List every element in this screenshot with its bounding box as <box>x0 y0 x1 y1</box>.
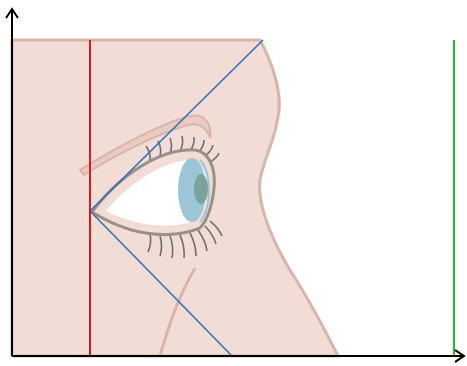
pupil <box>194 174 208 204</box>
